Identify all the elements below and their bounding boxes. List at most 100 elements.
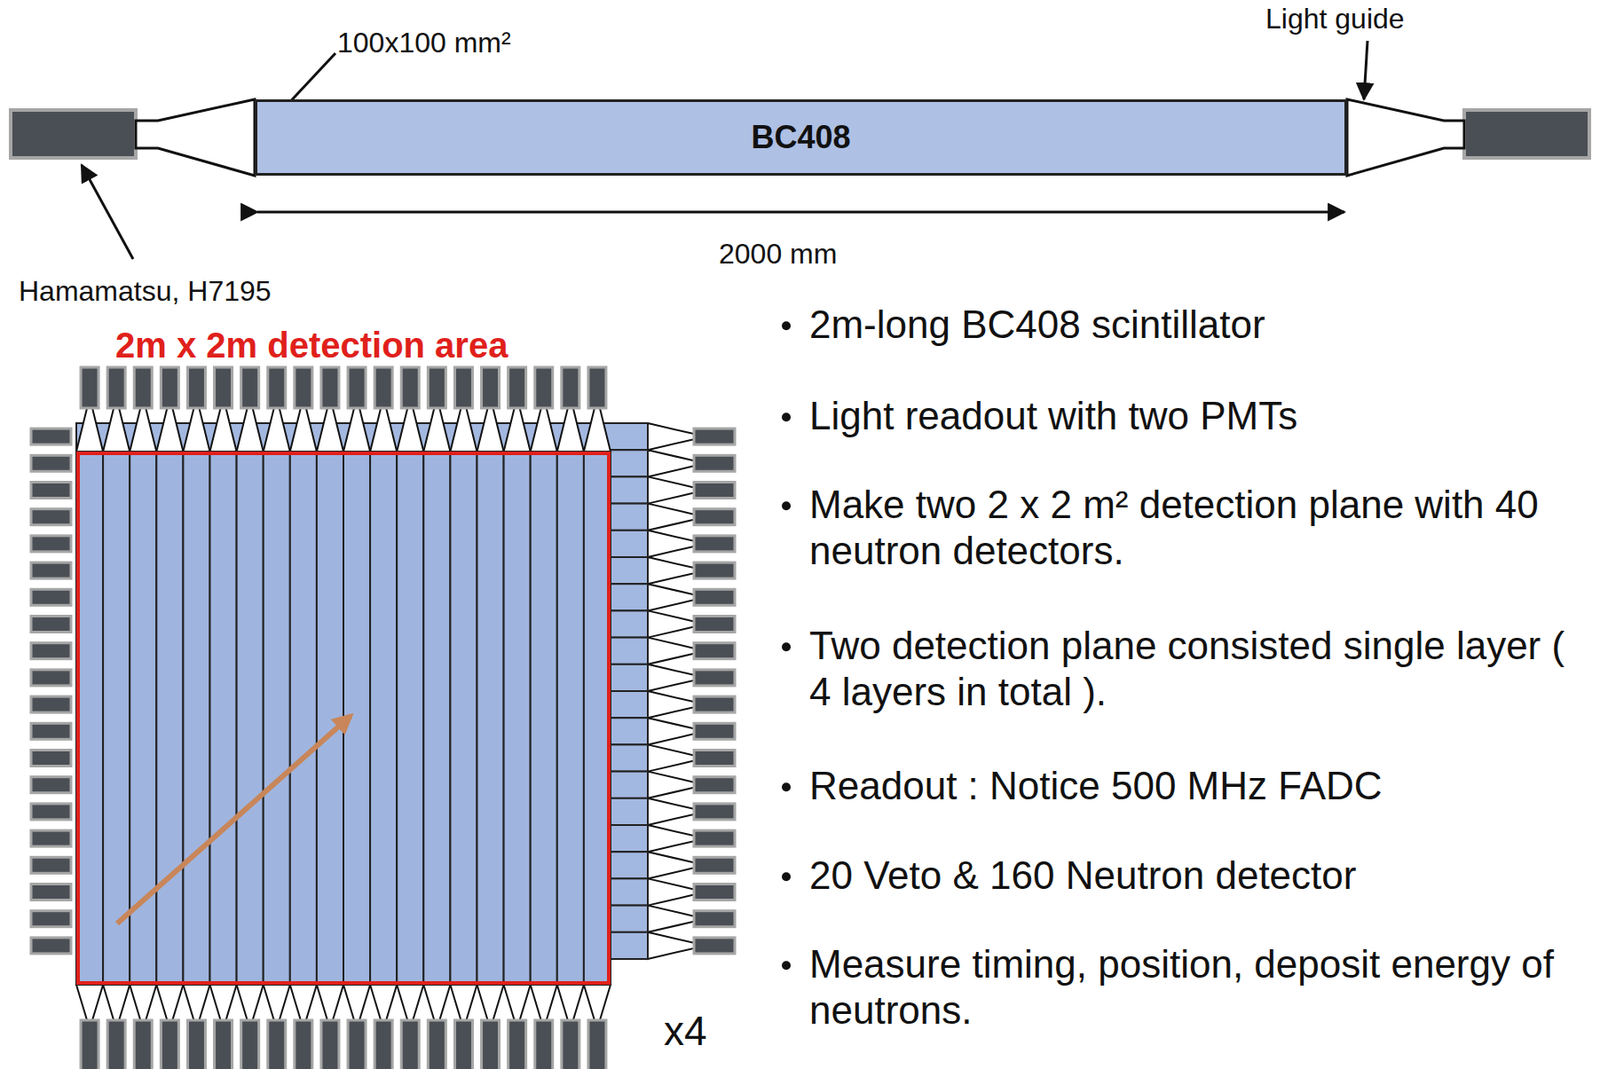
light-guide	[210, 408, 237, 452]
pmt	[107, 367, 126, 409]
pmt	[31, 428, 71, 445]
light-guide	[316, 985, 344, 1021]
light-guide	[647, 906, 694, 933]
light-guide	[647, 717, 694, 745]
bullet-text: 2m-long BC408 scintillator	[809, 301, 1591, 348]
vertical-bar	[423, 451, 450, 986]
light-guide	[210, 985, 237, 1021]
light-guide	[647, 610, 694, 638]
light-guide	[647, 878, 694, 906]
vertical-bar	[557, 451, 584, 986]
pmt	[31, 535, 71, 552]
pmt	[535, 1020, 553, 1069]
pmt	[133, 1020, 152, 1069]
pmt	[693, 509, 735, 526]
vertical-bar	[396, 451, 424, 986]
pmt	[1464, 110, 1590, 158]
light-guide	[423, 408, 450, 452]
bullet-dot	[781, 642, 791, 652]
light-guide	[76, 985, 103, 1021]
pmt	[481, 367, 500, 409]
pmt	[535, 367, 553, 409]
light-guide	[343, 408, 371, 452]
pmt	[31, 750, 71, 767]
pmt	[31, 857, 71, 874]
light-guide	[156, 408, 183, 452]
pmt	[31, 830, 71, 847]
pmt	[588, 1020, 607, 1069]
bullet-dot	[781, 782, 791, 792]
pmt	[347, 367, 366, 409]
pmt	[693, 830, 735, 847]
vertical-bar	[583, 451, 611, 986]
vertical-bar	[236, 451, 264, 986]
pmt	[214, 1020, 233, 1069]
pmt	[561, 367, 580, 409]
light-guide	[647, 772, 694, 799]
pmt	[693, 455, 735, 472]
pmt	[561, 1020, 580, 1069]
pmt	[693, 803, 735, 820]
scintillator-bar: BC408	[254, 99, 1348, 176]
light-guide	[102, 985, 130, 1021]
light-guide	[236, 985, 264, 1021]
light-guide	[647, 825, 694, 852]
light-guide	[530, 408, 558, 452]
pmt	[31, 562, 71, 579]
vertical-bar	[530, 451, 558, 986]
pmt	[214, 367, 233, 409]
pmt	[31, 777, 71, 794]
light-guide	[477, 408, 505, 452]
bullet-text: Measure timing, position, deposit energy…	[809, 941, 1591, 1034]
light-guide	[423, 985, 450, 1021]
pmt	[693, 616, 735, 633]
pmt	[481, 1020, 500, 1069]
pmt	[10, 110, 136, 158]
light-guide	[343, 985, 371, 1021]
light-guide	[504, 408, 531, 452]
leader-arrow	[1363, 40, 1368, 100]
pmt	[80, 367, 99, 409]
part-label: Hamamatsu, H7195	[18, 275, 272, 309]
bullet-text: Readout : Notice 500 MHz FADC	[809, 763, 1591, 810]
light-guide	[290, 408, 317, 452]
dimension-label: 100x100 mm²	[337, 26, 512, 61]
pmt	[693, 857, 735, 874]
pmt	[31, 803, 71, 820]
bullet-dot	[781, 321, 791, 331]
pmt	[31, 723, 71, 740]
vertical-bar	[316, 451, 344, 986]
pmt	[31, 455, 71, 472]
light-guide	[647, 449, 694, 477]
pmt	[427, 367, 446, 409]
pmt	[267, 1020, 286, 1069]
pmt	[693, 696, 735, 713]
vertical-bar	[182, 451, 210, 986]
light-guide	[647, 504, 694, 531]
pmt	[693, 911, 735, 928]
vertical-bar	[449, 451, 477, 986]
light-guide	[449, 985, 477, 1021]
light-guide	[530, 985, 558, 1021]
light-guide	[647, 423, 694, 450]
light-guide	[647, 851, 694, 879]
bullet-dot	[781, 412, 791, 422]
part-label: Light guide	[1265, 2, 1405, 37]
dimension-label: 2000 mm	[718, 237, 837, 272]
pmt	[294, 1020, 313, 1069]
vertical-bar	[76, 451, 103, 986]
light-guide	[647, 530, 694, 558]
bullet-dot	[781, 961, 791, 970]
pmt	[294, 367, 313, 409]
light-guide	[76, 408, 103, 452]
light-guide	[504, 985, 531, 1021]
pmt	[31, 669, 71, 686]
pmt	[187, 1020, 205, 1069]
light-guide	[316, 408, 344, 452]
pmt	[508, 367, 527, 409]
pmt	[374, 1020, 393, 1069]
pmt	[454, 367, 473, 409]
light-guide	[396, 408, 424, 452]
light-guide	[647, 691, 694, 718]
vertical-bar	[210, 451, 237, 986]
